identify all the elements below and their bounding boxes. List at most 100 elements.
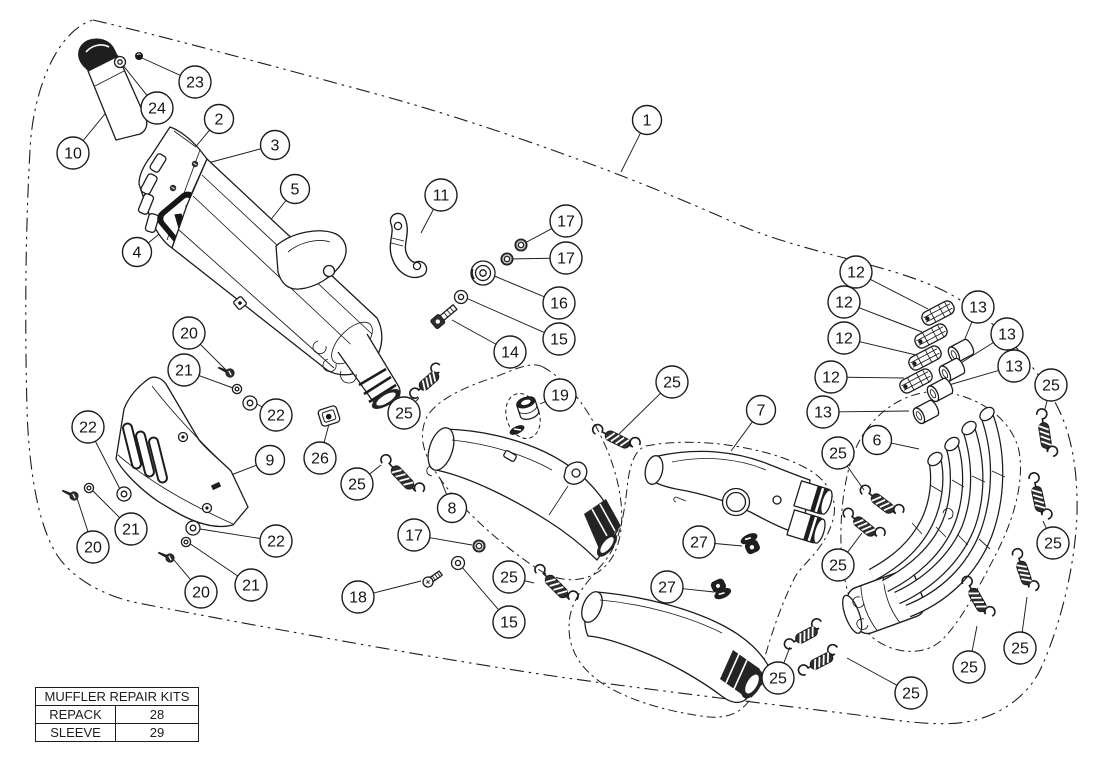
clamp-part bbox=[914, 323, 948, 349]
exhaust-spring bbox=[409, 362, 441, 399]
nut-part bbox=[500, 252, 514, 266]
callout-number: 12 bbox=[835, 331, 853, 348]
leader-line bbox=[198, 375, 234, 389]
leader-line bbox=[230, 464, 257, 476]
callout-number: 20 bbox=[192, 585, 210, 602]
header-pipes-6 bbox=[842, 406, 1006, 635]
washer-part bbox=[116, 486, 132, 502]
callout-25: 25 bbox=[387, 396, 421, 430]
callout-number: 21 bbox=[175, 363, 193, 380]
callout-6: 6 bbox=[861, 424, 893, 456]
callout-number: 24 bbox=[148, 101, 166, 118]
muffler-repair-kits-table: MUFFLER REPAIR KITS REPACK 28 SLEEVE 29 bbox=[35, 687, 199, 742]
callout-17: 17 bbox=[397, 518, 431, 552]
callout-number: 25 bbox=[902, 686, 920, 703]
leader-line bbox=[420, 208, 434, 234]
exhaust-spring bbox=[534, 563, 579, 601]
gasket-part bbox=[926, 377, 954, 403]
callout-13: 13 bbox=[961, 290, 995, 324]
callout-20: 20 bbox=[172, 316, 206, 350]
assembly-boundary-outline bbox=[25, 19, 1078, 725]
leader-line bbox=[439, 477, 448, 495]
leader-line bbox=[618, 392, 661, 435]
exhaust-spring bbox=[842, 507, 886, 538]
leader-line bbox=[1042, 520, 1047, 529]
washer-part bbox=[242, 395, 258, 411]
exhaust-spring bbox=[1036, 408, 1059, 458]
screw-part bbox=[61, 489, 79, 501]
heat-shield-9 bbox=[115, 376, 249, 528]
callout-number: 22 bbox=[267, 534, 285, 551]
callout-10: 10 bbox=[56, 136, 90, 170]
callout-15: 15 bbox=[492, 605, 526, 639]
leader-line bbox=[1044, 400, 1048, 410]
clamp-part bbox=[921, 300, 955, 326]
callout-12: 12 bbox=[827, 321, 861, 355]
leader-line bbox=[941, 370, 999, 388]
callout-17: 17 bbox=[549, 204, 583, 238]
callout-16: 16 bbox=[542, 286, 576, 320]
callout-25: 25 bbox=[1003, 631, 1037, 665]
callout-number: 7 bbox=[757, 403, 766, 420]
link-pipe-group-outline bbox=[421, 364, 623, 581]
callout-number: 13 bbox=[814, 405, 832, 422]
callout-number: 22 bbox=[79, 420, 97, 437]
rivet-part bbox=[191, 160, 199, 168]
leader-line bbox=[460, 565, 499, 611]
callout-22: 22 bbox=[71, 410, 105, 444]
clamp-part bbox=[908, 345, 942, 371]
clip-26 bbox=[317, 405, 341, 427]
callout-number: 21 bbox=[242, 578, 260, 595]
washer-part bbox=[453, 289, 469, 305]
callout-number: 2 bbox=[215, 112, 224, 129]
leader-line bbox=[323, 423, 330, 443]
callout-number: 25 bbox=[1011, 641, 1029, 658]
leader-line bbox=[870, 278, 929, 310]
washer-part bbox=[180, 536, 192, 548]
leader-line bbox=[173, 559, 192, 581]
leader-line bbox=[524, 580, 535, 584]
callout-26: 26 bbox=[303, 441, 337, 475]
callout-25: 25 bbox=[821, 436, 855, 470]
exhaust-spring bbox=[1028, 472, 1053, 520]
leader-line bbox=[121, 63, 148, 96]
leader-line bbox=[858, 307, 923, 333]
table-cell-value: 29 bbox=[149, 725, 165, 740]
callout-number: 10 bbox=[64, 146, 82, 163]
callout-number: 26 bbox=[311, 451, 329, 468]
leader-line bbox=[203, 148, 262, 165]
leader-line bbox=[846, 465, 865, 491]
callout-number: 13 bbox=[998, 327, 1016, 344]
callout-number: 25 bbox=[769, 671, 787, 688]
leader-line bbox=[620, 132, 641, 173]
callout-9: 9 bbox=[254, 444, 286, 476]
callout-number: 20 bbox=[180, 326, 198, 343]
callout-number: 1 bbox=[643, 113, 652, 130]
leader-line bbox=[714, 543, 743, 547]
end-cap-vents bbox=[137, 153, 167, 233]
washer-part bbox=[450, 555, 466, 571]
table-cell-value: 28 bbox=[149, 707, 165, 722]
callout-27: 27 bbox=[682, 525, 716, 559]
callout-22: 22 bbox=[259, 398, 293, 432]
table-title: MUFFLER REPAIR KITS bbox=[36, 688, 198, 706]
washer-part bbox=[185, 520, 201, 536]
callout-number: 17 bbox=[557, 251, 575, 268]
leader-line bbox=[199, 528, 261, 539]
callout-24: 24 bbox=[140, 91, 174, 125]
leader-line bbox=[373, 580, 422, 594]
leader-line bbox=[847, 532, 863, 553]
callout-17: 17 bbox=[549, 241, 583, 275]
callout-22: 22 bbox=[259, 524, 293, 558]
callout-21: 21 bbox=[167, 353, 201, 387]
leader-line bbox=[891, 442, 920, 450]
callout-number: 25 bbox=[829, 446, 847, 463]
exhaust-spring bbox=[797, 643, 838, 676]
callout-19: 19 bbox=[543, 378, 577, 412]
leader-line bbox=[682, 588, 715, 593]
callout-number: 12 bbox=[847, 265, 865, 282]
valve-insert-19 bbox=[509, 396, 540, 435]
callout-1: 1 bbox=[631, 104, 663, 136]
callout-number: 13 bbox=[1005, 359, 1023, 376]
